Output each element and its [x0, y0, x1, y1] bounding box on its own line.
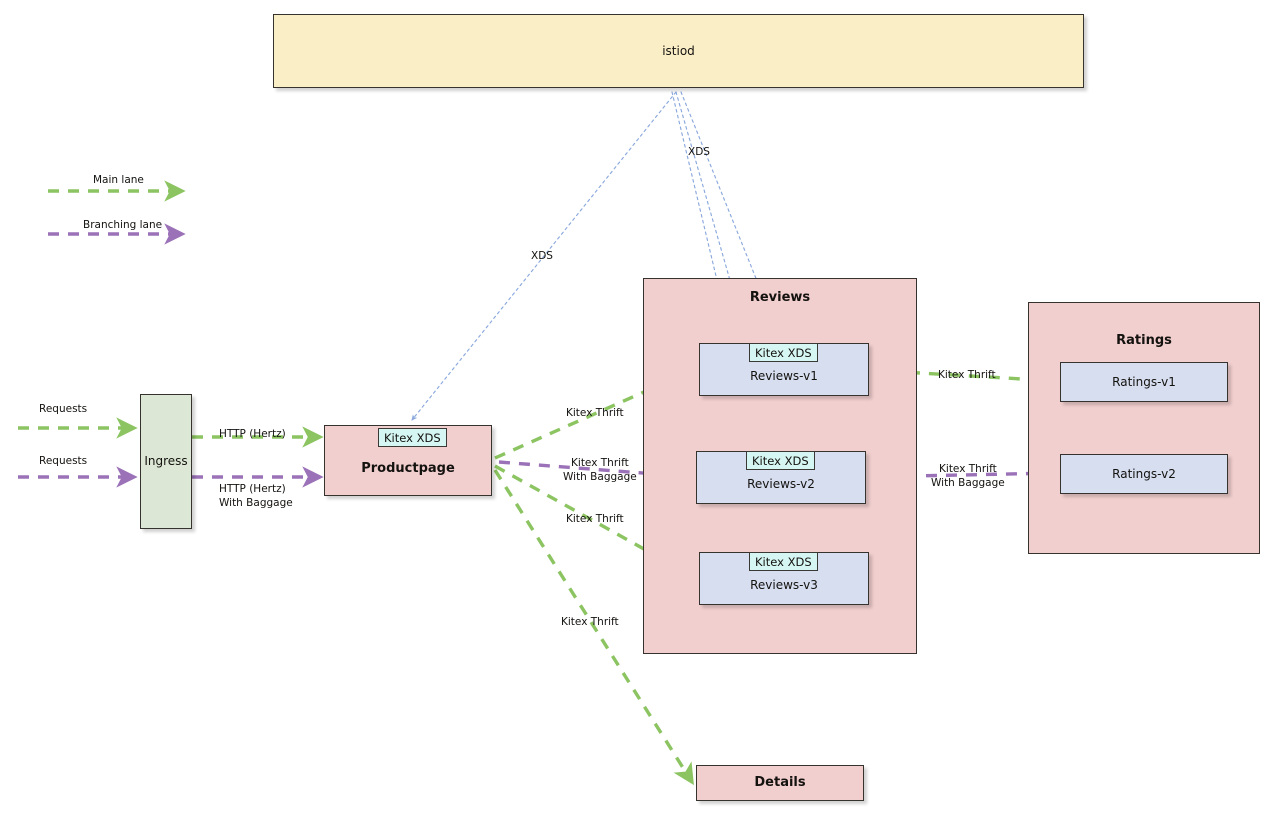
node-reviews-v3-xds-badge-label: Kitex XDS [755, 554, 812, 569]
xds-edge-reviews-v1 [680, 91, 783, 344]
node-productpage-xds-badge-label: Kitex XDS [384, 430, 441, 445]
xds-edge-reviews-v2 [675, 91, 781, 452]
node-reviews-v1-xds-badge[interactable]: Kitex XDS [749, 343, 818, 362]
node-productpage-label: Productpage [361, 461, 455, 477]
node-reviews-v2-xds-badge[interactable]: Kitex XDS [746, 451, 815, 470]
node-details-label: Details [754, 774, 806, 790]
node-reviews-v1-xds-badge-label: Kitex XDS [755, 345, 812, 360]
node-istiod-label: istiod [662, 43, 695, 58]
legend-label-branching-lane: Branching lane [83, 219, 163, 231]
edge-label-kitex-thrift-baggage-ratings-v2: Kitex Thrift With Baggage [931, 463, 1005, 489]
node-details[interactable]: Details [696, 765, 864, 801]
edge-label-http-hertz: HTTP (Hertz) [219, 428, 286, 440]
xds-edge-productpage [411, 91, 677, 421]
node-ingress[interactable]: Ingress [140, 394, 192, 529]
node-ratings-v2[interactable]: Ratings-v2 [1060, 454, 1228, 494]
node-productpage-xds-badge[interactable]: Kitex XDS [378, 428, 447, 447]
edge-label-kitex-thrift-ratings-v1: Kitex Thrift [938, 369, 996, 381]
node-reviews-v2-xds-badge-label: Kitex XDS [752, 453, 809, 468]
edge-productpage-to-details [493, 469, 694, 786]
node-reviews-v2-label: Reviews-v2 [747, 477, 815, 491]
edge-label-kitex-thrift-details: Kitex Thrift [561, 616, 619, 628]
edge-label-kitex-thrift-reviews-v3: Kitex Thrift [566, 513, 624, 525]
edge-label-kitex-thrift-reviews-v1: Kitex Thrift [566, 407, 624, 419]
node-istiod[interactable]: istiod [273, 14, 1084, 88]
legend-lines [48, 180, 186, 245]
cluster-ratings-title: Ratings [1116, 333, 1172, 348]
node-reviews-v1-label: Reviews-v1 [750, 369, 818, 383]
edge-label-http-hertz-baggage: HTTP (Hertz) With Baggage [219, 483, 293, 509]
edge-label-kitex-thrift-baggage-reviews-v2: Kitex Thrift With Baggage [563, 457, 637, 483]
node-reviews-v3-xds-badge[interactable]: Kitex XDS [749, 552, 818, 571]
edge-label-xds-left: XDS [531, 250, 553, 262]
edge-label-requests-main: Requests [39, 403, 88, 415]
node-ratings-v2-label: Ratings-v2 [1112, 466, 1176, 481]
cluster-reviews-title: Reviews [749, 290, 811, 305]
cluster-ratings: Ratings [1028, 302, 1260, 554]
legend-label-main-lane: Main lane [93, 174, 144, 186]
node-reviews-v3-label: Reviews-v3 [750, 578, 818, 592]
edge-label-xds-right: XDS [688, 146, 710, 158]
node-ingress-label: Ingress [144, 454, 188, 468]
node-ratings-v1-label: Ratings-v1 [1112, 374, 1176, 389]
edge-label-requests-branching: Requests [39, 455, 88, 467]
node-ratings-v1[interactable]: Ratings-v1 [1060, 362, 1228, 402]
